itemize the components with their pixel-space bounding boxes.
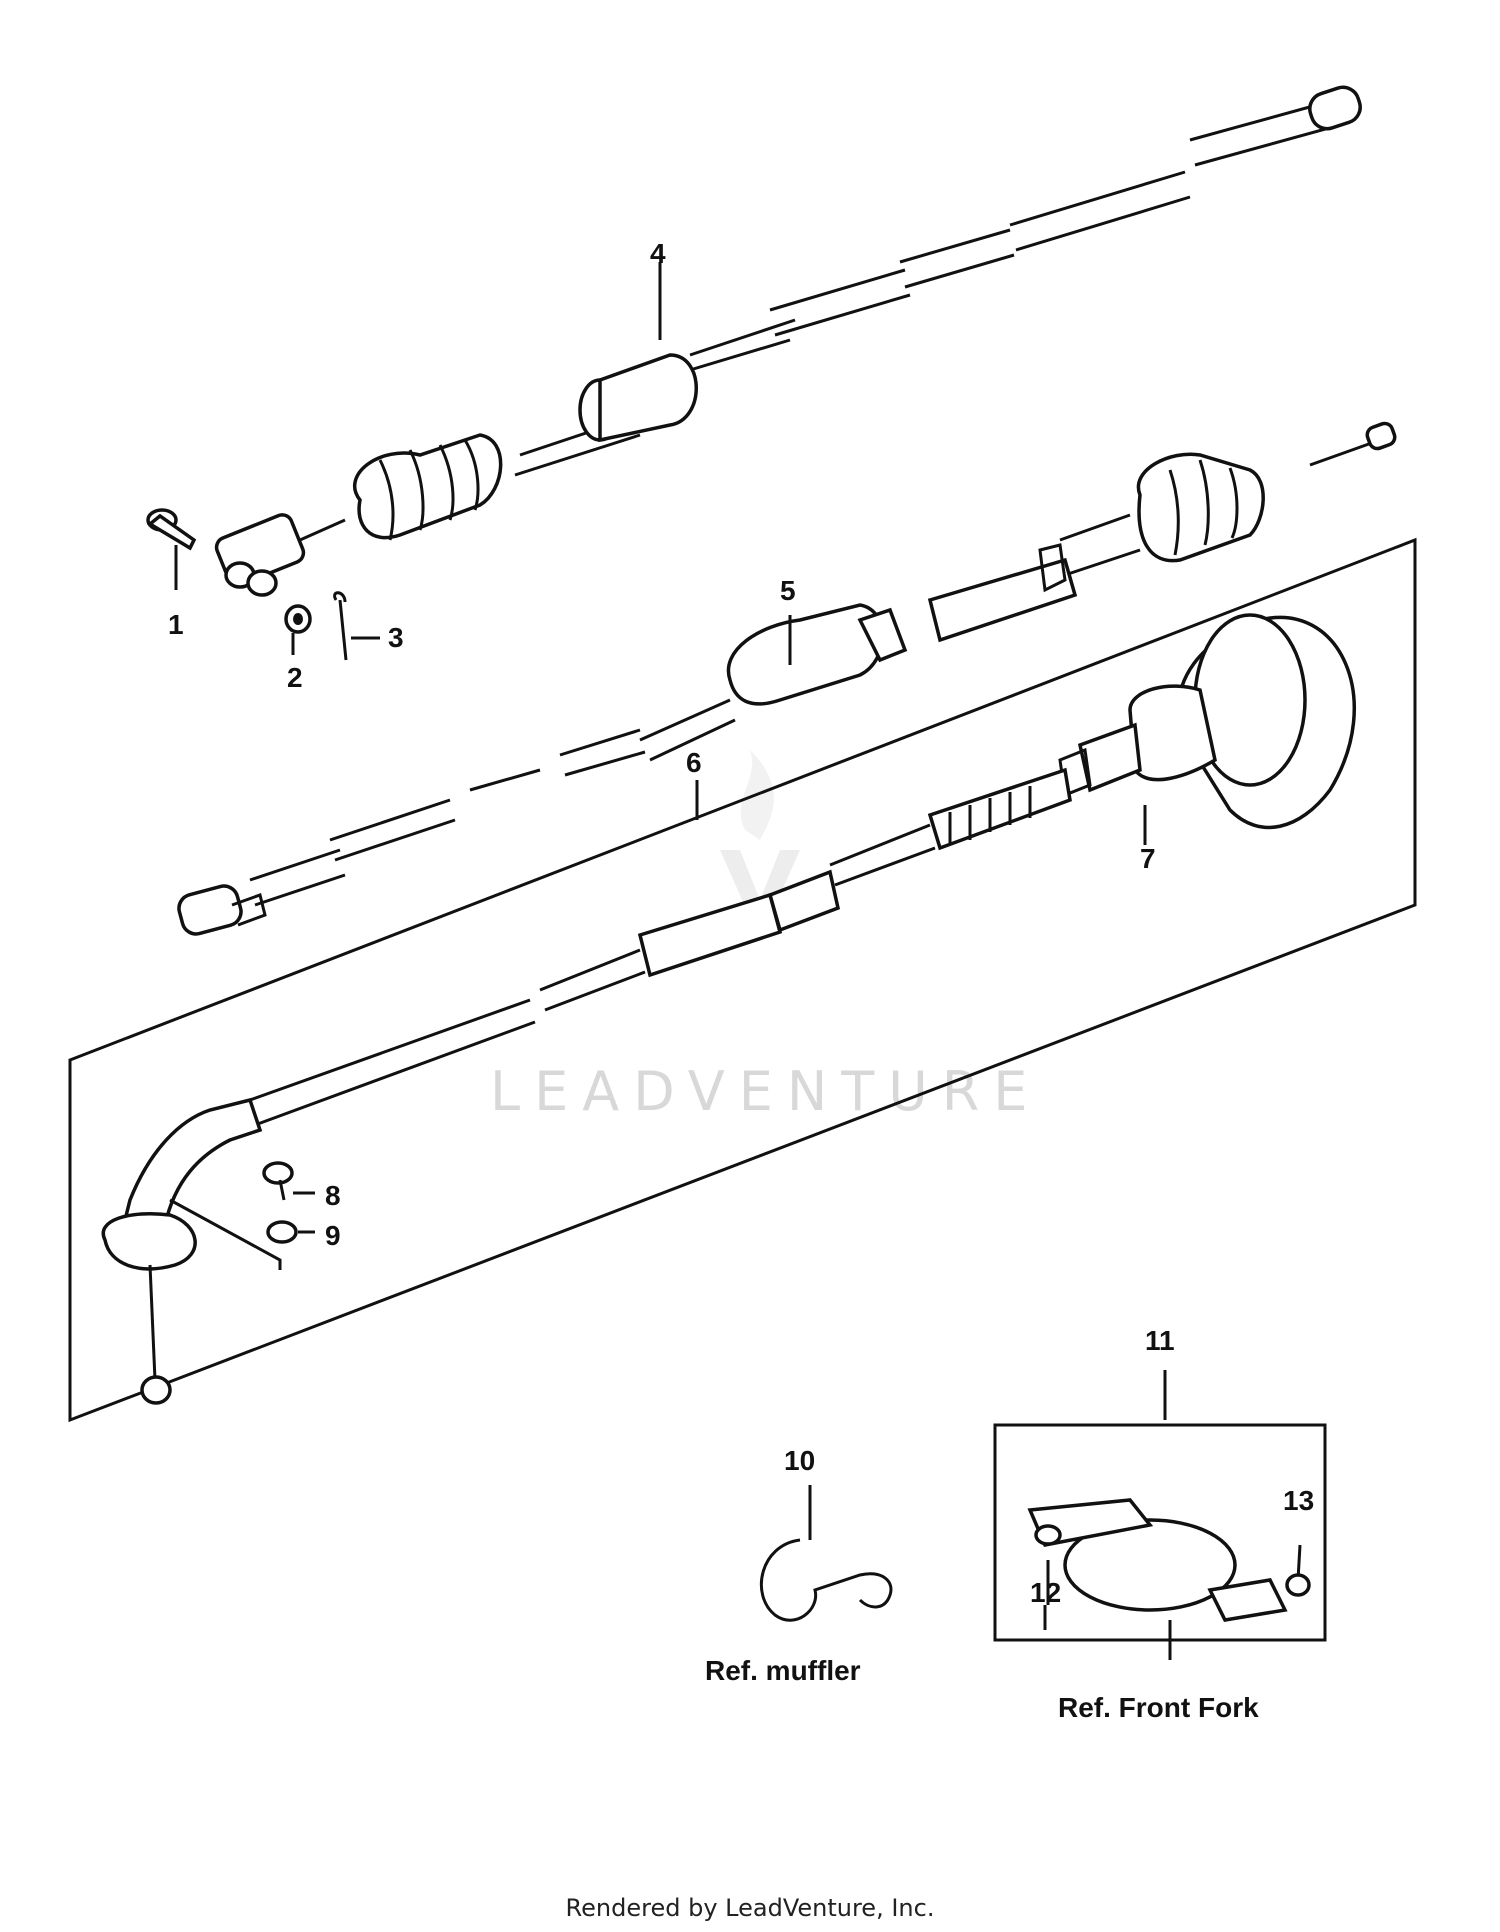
callout-7: 7 [1140,843,1156,874]
callout-8: 8 [325,1180,341,1211]
callout-11: 11 [1145,1325,1175,1356]
callout-6: 6 [686,747,702,778]
muffler-clip-10 [759,1538,893,1622]
callout-12: 12 [1030,1577,1061,1608]
ref-muffler: Ref. muffler [705,1655,861,1686]
leader-lines [174,262,1302,1660]
leader-8-9 [169,1198,282,1270]
callout-5: 5 [780,575,796,606]
assembly-6-frame [68,537,1417,1423]
pin-1 [146,508,197,551]
callout-4: 4 [650,238,666,269]
callout-10: 10 [784,1445,815,1476]
assembly-11-frame [993,1423,1327,1642]
screw-12 [1034,1524,1062,1546]
watermark-text: LEADVENTURE [490,1060,1041,1123]
washer-2 [284,604,312,634]
callout-9: 9 [325,1220,341,1251]
throttle-cable-6 [101,613,1356,1405]
washer-9 [266,1220,298,1244]
cotter-pin-3 [333,591,348,661]
callout-13: 13 [1283,1485,1314,1516]
screw-8 [262,1161,294,1201]
cable-5 [177,421,1397,936]
callout-3: 3 [388,622,404,653]
ref-front-fork: Ref. Front Fork [1058,1692,1259,1723]
screw-13 [1285,1573,1311,1597]
callout-1: 1 [168,609,184,640]
callout-2: 2 [287,662,303,693]
cable-4 [214,85,1362,597]
fork-clamp-11 [1027,1498,1288,1622]
footer-credit: Rendered by LeadVenture, Inc. [565,1894,935,1922]
